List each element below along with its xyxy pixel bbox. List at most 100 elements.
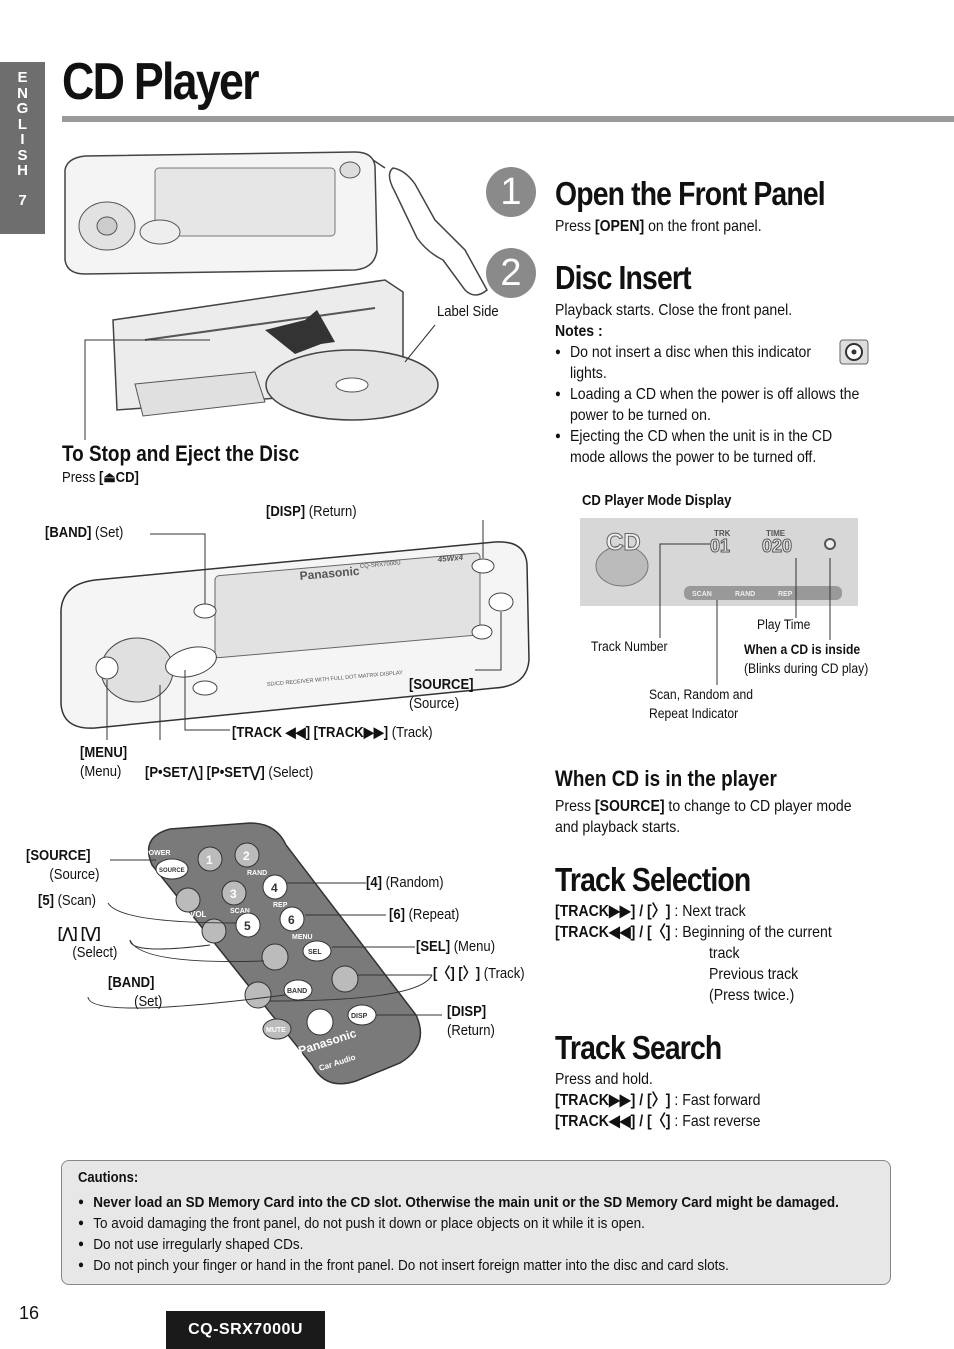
note-item: Loading a CD when the power is off allow… [555, 384, 859, 405]
cd-inside-icon [824, 538, 836, 550]
remote-disp-text: DISP [351, 1013, 368, 1020]
closed-unit-tune-button [139, 219, 181, 245]
remote-scan-leader [107, 902, 237, 924]
lang-letter: S [17, 146, 28, 164]
remote-rand-label: RAND [247, 870, 267, 877]
open-panel-heading: Open the Front Panel [555, 175, 826, 212]
track-leader [184, 670, 230, 731]
remote-key-2 [234, 842, 260, 868]
remote-key-4 [262, 874, 288, 900]
remote-key-1 [197, 846, 223, 872]
cd-inside-label: When a CD is inside [744, 642, 861, 657]
front-unit-diagram: Panasonic CQ-SRX7000U 45Wx4 SD/CD RECEIV… [60, 520, 530, 740]
remote-key-6 [279, 906, 305, 932]
remote-scan-label: SCAN [230, 908, 250, 915]
play-time-digits: 020 [762, 536, 792, 556]
source-leader [475, 612, 502, 671]
step-1-circle: 1 [486, 167, 536, 217]
front-unit-power: 45Wx4 [436, 553, 464, 564]
remote-band-button [283, 979, 313, 1001]
front-unit-sp-button [471, 624, 493, 640]
chapter-number: 7 [18, 191, 27, 209]
closed-unit-display [154, 167, 336, 237]
caution-item: Never load an SD Memory Card into the CD… [78, 1192, 839, 1213]
remote-disp-callout: [DISP](Return) [447, 1004, 495, 1039]
band-leader [150, 533, 206, 604]
rand-indicator: RAND [735, 591, 755, 598]
rep-indicator: REP [778, 591, 793, 598]
menu-callout: [MENU](Menu) [80, 745, 128, 780]
stop-eject-heading: To Stop and Eject the Disc [62, 441, 300, 466]
lang-letter: E [17, 69, 28, 86]
lang-letter: L [17, 115, 28, 133]
open-panel-instruction: Press [OPEN] on the front panel. [555, 218, 762, 235]
title-rule [62, 116, 954, 122]
remote-vol-up [175, 887, 201, 913]
remote-source-text: SOURCE [159, 868, 185, 874]
arrow-open-icon [372, 159, 386, 169]
remote-scan-callout: [5] (Scan) [38, 893, 97, 909]
caution-item: To avoid damaging the front panel, do no… [78, 1213, 809, 1234]
front-unit-tune-button [165, 646, 217, 678]
remote-key-5 [235, 912, 261, 938]
indicator-label: Scan, Random and Repeat Indicator [649, 687, 754, 721]
cd-inside-note: (Blinks during CD play) [744, 661, 869, 676]
remote-key-4-text: 4 [271, 881, 278, 895]
remote-sel-text: SEL [308, 949, 322, 956]
remote-band-leader [87, 994, 286, 1009]
remote-select-leader-2 [129, 939, 265, 963]
remote-band-text: BAND [287, 988, 307, 995]
remote-random-callout: [4] (Random) [366, 875, 444, 891]
disc-insert-body: Playback starts. Close the front panel. … [555, 300, 859, 468]
remote-band-callout: [BAND](Set) [108, 975, 163, 1010]
scan-indicator: SCAN [692, 591, 712, 598]
remote-control-diagram: POWER SOURCE 1 2 RAND 3 4 REP SCAN 5 6 V… [87, 822, 442, 1085]
disc-insert-heading: Disc Insert [555, 259, 692, 296]
remote-key-3 [221, 880, 247, 906]
front-unit-source-button [488, 592, 514, 612]
remote-down-button [306, 1008, 334, 1036]
when-cd-body: Press [SOURCE] to change to CD player mo… [555, 798, 852, 836]
remote-key-3-text: 3 [230, 887, 237, 901]
remote-source-button [155, 858, 189, 880]
insert-arrow-icon [265, 310, 335, 354]
front-unit-menu-button [95, 656, 119, 680]
lowered-panel [134, 371, 266, 417]
hand-illustration [388, 167, 488, 296]
remote-mute-button [262, 1018, 292, 1040]
cautions-box: Cautions: Never load an SD Memory Card i… [61, 1160, 891, 1285]
remote-source-callout: [SOURCE](Source) [26, 848, 100, 883]
remote-track-callout: [〈] [〉] (Track) [433, 966, 525, 982]
remote-right-button [331, 965, 359, 993]
remote-key-2-text: 2 [243, 849, 250, 863]
step-2-circle: 2 [486, 248, 536, 298]
closed-unit-knob-center [96, 216, 118, 236]
mode-display-title: CD Player Mode Display [582, 493, 732, 509]
caution-item: Do not pinch your finger or hand in the … [78, 1255, 809, 1276]
track-callout: [TRACK ◀◀] [TRACK▶▶] (Track) [232, 725, 433, 741]
cautions-title: Cautions: [78, 1170, 139, 1186]
mode-display-leaders [659, 543, 831, 685]
remote-power-label: POWER [144, 850, 170, 857]
front-unit-brand: Panasonic [299, 564, 360, 583]
remote-up-button [261, 943, 289, 971]
stop-eject-instruction: Press [⏏CD] [62, 470, 139, 486]
track-selection-body: [TRACK▶▶] / [〉] : Next track [TRACK◀◀] /… [555, 903, 832, 1004]
caution-item: Do not use irregularly shaped CDs. [78, 1234, 809, 1255]
remote-key-5-text: 5 [244, 919, 251, 933]
track-number-leader [659, 543, 710, 638]
front-unit-model: CQ-SRX7000U [360, 560, 401, 570]
mode-display-screen: CD TRK 01 TIME 020 SCAN RAND REP [580, 518, 858, 606]
model-badge: CQ-SRX7000U [166, 1311, 325, 1349]
front-unit-band-button [193, 603, 217, 619]
disc-graphic [595, 545, 649, 587]
disp-leader [482, 520, 484, 558]
page-title: CD Player [62, 53, 260, 111]
front-unit-disp-button [471, 558, 495, 574]
remote-sel-callout: [SEL] (Menu) [416, 939, 496, 955]
track-search-heading: Track Search [555, 1029, 722, 1066]
track-selection-heading: Track Selection [555, 861, 751, 898]
label-side-text: Label Side [437, 304, 499, 320]
remote-vol-label: VOL [190, 910, 207, 919]
note-item: Do not insert a disc when this indicator [555, 342, 859, 363]
